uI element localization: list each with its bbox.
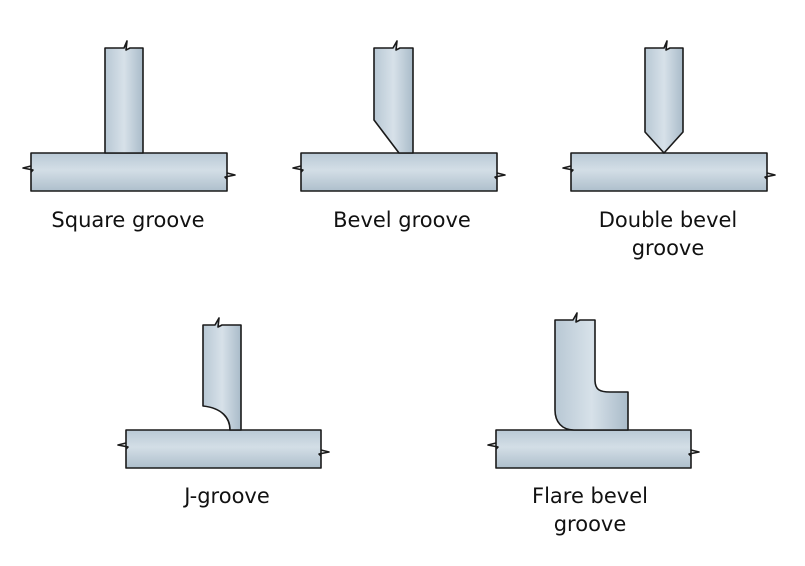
- label-double-bevel-groove-line-1: Double bevel: [598, 208, 738, 232]
- label-double-bevel-groove-line-2: groove: [631, 236, 705, 260]
- double-bevel-groove-base-plate: [570, 152, 768, 192]
- double-bevel-groove-right-break: [764, 172, 776, 180]
- label-j-groove: J-groove: [127, 482, 327, 510]
- label-bevel-groove-line-1: Bevel groove: [333, 208, 471, 232]
- bevel-groove-figure: [292, 40, 506, 192]
- square-groove-left-break: [22, 165, 34, 173]
- label-flare-bevel-groove-line-2: groove: [553, 512, 627, 536]
- label-flare-bevel-groove: Flare bevel groove: [490, 482, 690, 538]
- square-groove-figure: [22, 40, 236, 192]
- bevel-groove-vertical-member: [373, 40, 414, 154]
- double-bevel-groove-left-break: [562, 165, 574, 173]
- flare-bevel-groove-vertical-member: [554, 312, 629, 431]
- label-square-groove: Square groove: [28, 206, 228, 234]
- flare-bevel-groove-left-break: [487, 442, 499, 450]
- double-bevel-groove-vertical-member: [644, 40, 684, 154]
- label-j-groove-line-1: J-groove: [184, 484, 270, 508]
- j-groove-right-break: [318, 449, 330, 457]
- j-groove-figure: [117, 317, 330, 469]
- flare-bevel-groove-right-break: [688, 449, 700, 457]
- square-groove-base-plate: [30, 152, 228, 192]
- j-groove-left-break: [117, 442, 129, 450]
- j-groove-vertical-member: [202, 317, 242, 431]
- label-flare-bevel-groove-line-1: Flare bevel: [532, 484, 648, 508]
- bevel-groove-base-plate: [300, 152, 498, 192]
- label-square-groove-line-1: Square groove: [51, 208, 205, 232]
- flare-bevel-groove-base-plate: [495, 429, 692, 469]
- j-groove-base-plate: [125, 429, 322, 469]
- label-double-bevel-groove: Double bevel groove: [568, 206, 768, 262]
- bevel-groove-left-break: [292, 165, 304, 173]
- square-groove-vertical-member: [104, 40, 144, 154]
- double-bevel-groove-figure: [562, 40, 776, 192]
- bevel-groove-right-break: [494, 172, 506, 180]
- flare-bevel-groove-figure: [487, 312, 700, 469]
- label-bevel-groove: Bevel groove: [302, 206, 502, 234]
- square-groove-right-break: [224, 172, 236, 180]
